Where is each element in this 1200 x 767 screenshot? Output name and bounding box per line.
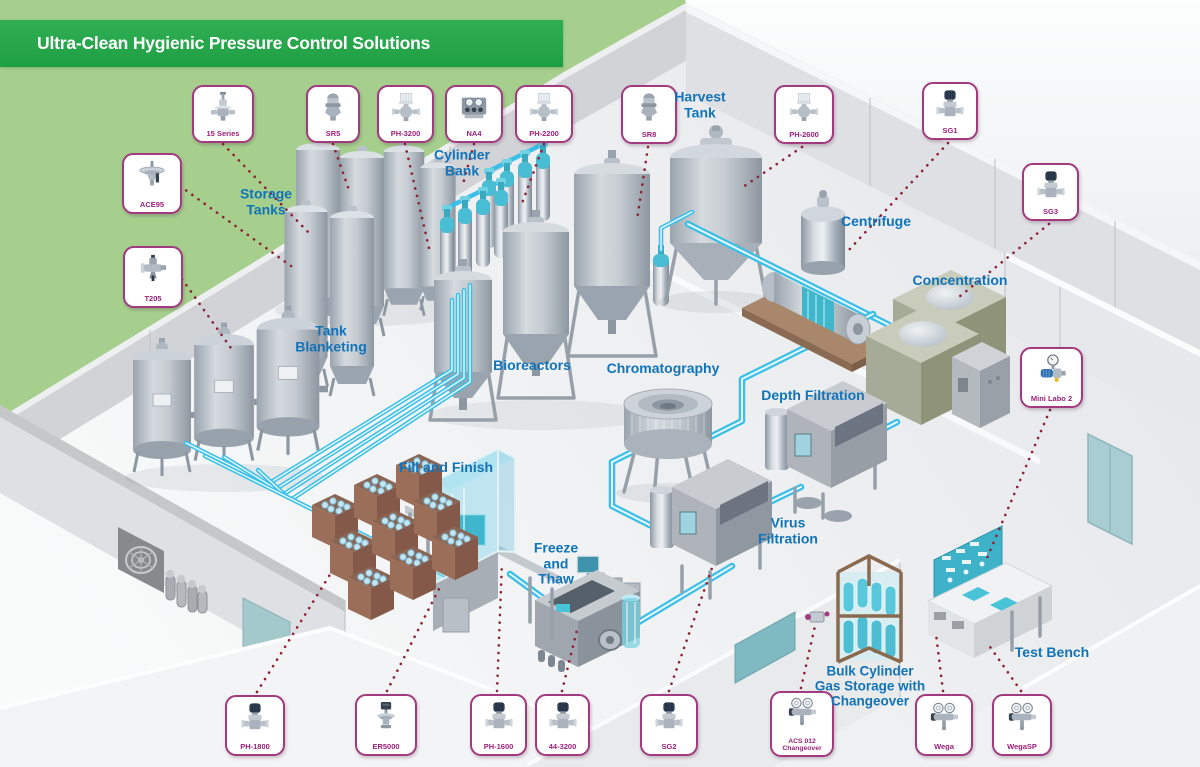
badge-sg2: SG2: [640, 694, 698, 756]
badge-ace95: ACE95: [122, 153, 182, 214]
badge-ph-1600: PH-1600: [470, 694, 527, 756]
dual-gauge-changeover-icon: [787, 696, 817, 726]
wall-fan-vent: [118, 527, 164, 593]
badge-label: SG2: [661, 742, 677, 752]
process-piping: [183, 209, 944, 629]
badge-label: T205: [144, 294, 162, 304]
badge-label: ACE95: [139, 200, 165, 210]
small-gas-cylinder: [653, 245, 669, 306]
badge-acs-012-changeover: ACS 012 Changeover: [770, 691, 834, 757]
label-cylinder-bank: Cylinder Bank: [433, 146, 491, 178]
badge-wegasp: WegaSP: [992, 694, 1052, 756]
control-valve-saucer-icon: [137, 158, 167, 192]
gauge-manifold-icon: [459, 90, 489, 124]
regulator-knob-icon: [935, 87, 965, 121]
depth-filtration-equipment: [765, 381, 887, 522]
badge-mini-labo-2: Mini Labo 2: [1020, 347, 1083, 408]
regulator-crown-icon: [789, 90, 819, 124]
regulator-knob-icon: [654, 699, 684, 733]
badge-sr8: SR8: [621, 85, 677, 144]
badge-label: PH-2200: [529, 129, 559, 139]
virus-filtration-equipment: [650, 459, 772, 600]
bulk-cylinder-rack: [836, 554, 903, 664]
right-elevator-door: [1087, 432, 1133, 546]
label-chromatography: Chromatography: [606, 360, 720, 377]
badge-sr5: SR5: [306, 85, 360, 143]
label-storage-tanks: Storage Tanks: [239, 185, 293, 217]
regulator-dome-icon: [318, 90, 348, 124]
badge-sg3: SG3: [1022, 163, 1079, 221]
label-bulk-cylinder-gas-storage: Bulk Cylinder Gas Storage with Changeove…: [814, 663, 926, 709]
electronic-regulator-icon: [371, 699, 401, 733]
badge-label: PH-2600: [789, 130, 819, 140]
regulator-knob-icon: [1036, 168, 1066, 202]
label-virus-filtration: Virus Filtration: [758, 514, 818, 546]
badge-label: SG3: [1042, 207, 1058, 217]
label-concentration: Concentration: [912, 272, 1008, 289]
centrifuge-equipment: [742, 190, 890, 372]
badge-sg1: SG1: [922, 82, 978, 140]
badge-ph-1800: PH-1800: [225, 695, 285, 756]
chromatography-equipment: [616, 388, 720, 503]
label-tank-blanketing: Tank Blanketing: [295, 322, 367, 354]
dual-gauge-regulator-icon: [1007, 699, 1037, 733]
cylinder-bank-equipment: [440, 141, 550, 285]
teal-window: [734, 611, 796, 684]
wall-mounted-changeover-device: [805, 611, 830, 623]
badge-15-series: 15 Series: [192, 85, 254, 143]
badge-ph-2200: PH-2200: [515, 85, 573, 143]
label-harvest-tank: Harvest Tank: [674, 88, 726, 120]
badge-label: NA4: [466, 129, 482, 139]
badge-na4: NA4: [445, 85, 503, 143]
badge-label: Mini Labo 2: [1030, 394, 1073, 404]
gauge-regulator-icon: [1037, 352, 1067, 386]
badge-er5000: ER5000: [355, 694, 417, 756]
regulator-knob-icon: [240, 700, 270, 734]
regulator-tall-icon: [208, 90, 238, 124]
concentration-equipment: [866, 270, 1010, 428]
regulator-knob-icon: [484, 699, 514, 733]
badge-label: PH-3200: [390, 129, 421, 139]
badge-label: SR5: [325, 129, 341, 139]
bioreactors-equipment: [428, 150, 669, 430]
badge-label: ER5000: [372, 742, 400, 752]
badge-wega: Wega: [915, 694, 973, 756]
badge-label: SR8: [641, 130, 657, 140]
regulator-knob-icon: [548, 699, 578, 733]
badge-label: SG1: [942, 126, 958, 136]
badge-ph-2600: PH-2600: [774, 85, 834, 144]
wall-pipe-fittings: [165, 570, 208, 614]
label-freeze-and-thaw: Freeze and Thaw: [533, 539, 579, 587]
badge-label: WegaSP: [1007, 742, 1037, 752]
storage-tanks-equipment: [275, 136, 465, 398]
badge-label: 15 Series: [206, 129, 240, 139]
regulator-dome-icon: [634, 90, 664, 124]
dual-gauge-regulator-icon: [929, 699, 959, 733]
green-field: [0, 0, 688, 418]
badge-label: PH-1600: [483, 742, 514, 752]
label-centrifuge: Centrifuge: [841, 213, 911, 230]
valve-horizontal-icon: [138, 251, 168, 285]
label-depth-filtration: Depth Filtration: [761, 387, 865, 404]
test-bench-equipment: [926, 525, 1054, 658]
freeze-and-thaw-equipment: [535, 555, 641, 672]
badge-label: PH-1800: [240, 742, 270, 752]
badge-label: 44-3200: [548, 742, 577, 752]
label-bioreactors: Bioreactors: [493, 357, 571, 374]
badge-label: ACS 012 Changeover: [782, 737, 822, 752]
regulator-crown-icon: [391, 90, 421, 124]
title-banner: Ultra-Clean Hygienic Pressure Control So…: [0, 20, 563, 67]
leader-lines: [178, 141, 1052, 694]
badge-ph-3200: PH-3200: [377, 85, 434, 143]
label-fill-and-finish: Fill and Finish: [398, 459, 494, 476]
regulator-crown-icon: [529, 90, 559, 124]
right-parapet-wall: [1004, 252, 1200, 430]
badge-t205: T205: [123, 246, 183, 308]
badge-label: Wega: [934, 742, 954, 752]
page-title: Ultra-Clean Hygienic Pressure Control So…: [37, 33, 431, 53]
badge-44-3200: 44-3200: [535, 694, 590, 756]
label-test-bench: Test Bench: [1014, 644, 1090, 661]
